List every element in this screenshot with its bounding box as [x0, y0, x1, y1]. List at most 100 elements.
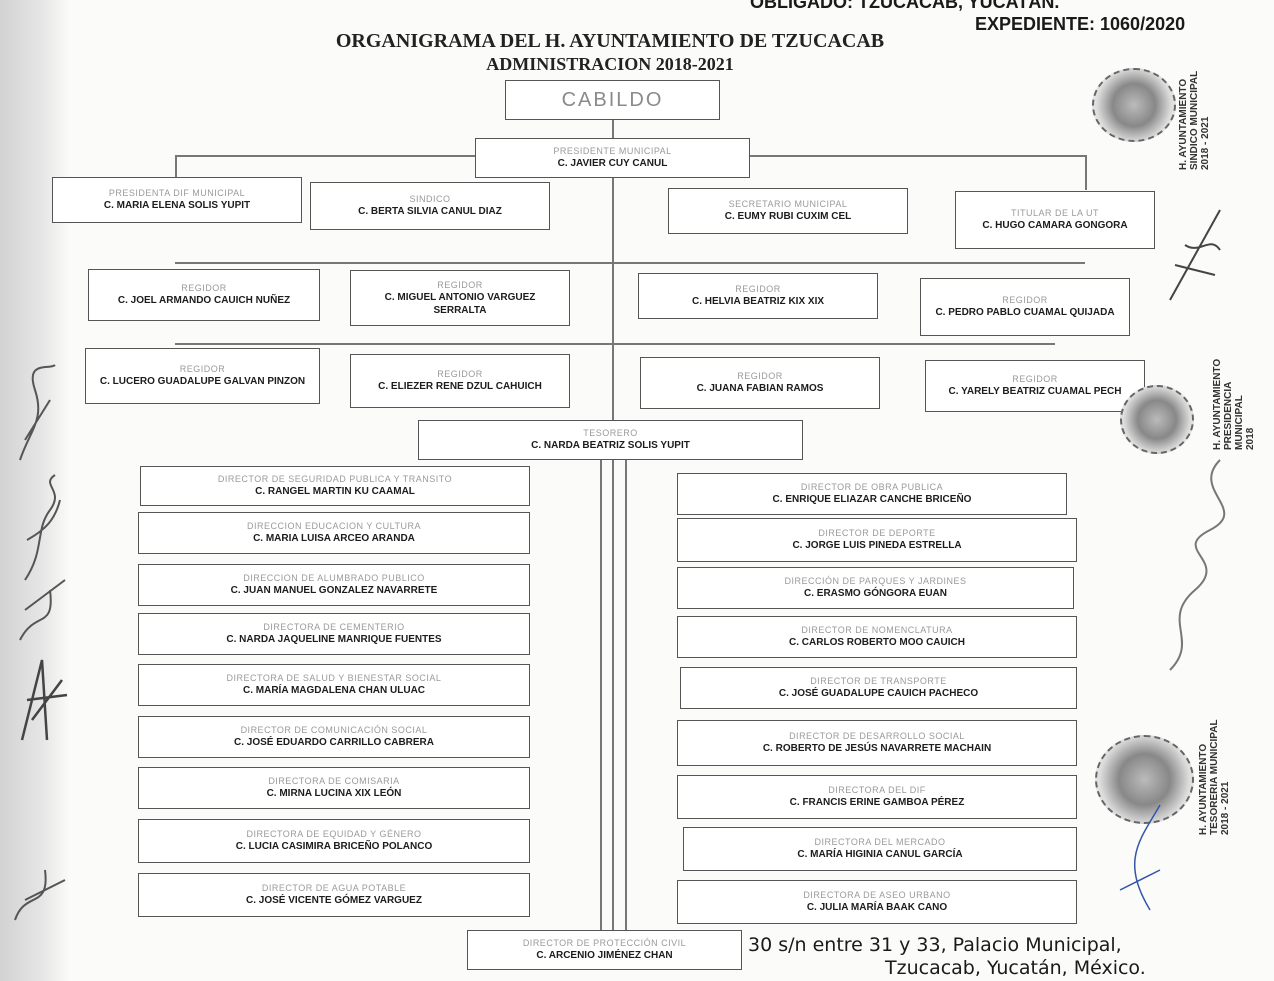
presidente-role: PRESIDENTE MUNICIPAL [553, 146, 672, 156]
row3-name-0: C. LUCERO GUADALUPE GALVAN PINZON [99, 376, 306, 387]
right-dept-3: DIRECTOR DE NOMENCLATURA C. CARLOS ROBER… [677, 616, 1077, 658]
left-dept-role-1: DIRECCION EDUCACION Y CULTURA [246, 521, 422, 531]
left-dept-4: DIRECTORA DE SALUD Y BIENESTAR SOCIAL C.… [138, 664, 530, 706]
seal-stamp-icon [1095, 735, 1194, 824]
row3-box-3: REGIDOR C. YARELY BEATRIZ CUAMAL PECH [925, 360, 1145, 412]
left-dept-name-3: C. NARDA JAQUELINE MANRIQUE FUENTES [226, 634, 442, 645]
chart-title: ORGANIGRAMA DEL H. AYUNTAMIENTO DE TZUCA… [335, 30, 885, 52]
row3-box-1: REGIDOR C. ELIEZER RENE DZUL CAHUICH [350, 354, 570, 408]
row1-role-3: TITULAR DE LA UT [1010, 208, 1099, 218]
row1-name-1: C. BERTA SILVIA CANUL DIAZ [358, 206, 502, 217]
seal-stamp-icon [1120, 385, 1194, 454]
row2-box-0: REGIDOR C. JOEL ARMANDO CAUICH NUÑEZ [88, 269, 320, 321]
left-dept-role-0: DIRECTOR DE SEGURIDAD PUBLICA Y TRANSITO [217, 474, 453, 484]
row3-name-1: C. ELIEZER RENE DZUL CAHUICH [378, 381, 542, 392]
right-dept-role-6: DIRECTORA DEL DIF [828, 785, 926, 795]
expediente-header: EXPEDIENTE: 1060/2020 [975, 14, 1186, 34]
row1-name-3: C. HUGO CAMARA GONGORA [982, 220, 1128, 231]
right-dept-name-7: C. MARÍA HIGINIA CANUL GARCÍA [797, 849, 963, 860]
row2-box-3: REGIDOR C. PEDRO PABLO CUAMAL QUIJADA [920, 278, 1130, 336]
signature-icon [14, 869, 66, 921]
left-dept-name-1: C. MARIA LUISA ARCEO ARANDA [253, 533, 415, 544]
row3-role-0: REGIDOR [179, 364, 226, 374]
right-dept-name-4: C. JOSÉ GUADALUPE CAUICH PACHECO [778, 688, 979, 699]
row1-box-0: PRESIDENTA DIF MUNICIPAL C. MARIA ELENA … [52, 177, 302, 223]
connector-dept-spine-left [600, 460, 602, 930]
left-dept-3: DIRECTORA DE CEMENTERIO C. NARDA JAQUELI… [138, 613, 530, 655]
proteccion-name: C. ARCENIO JIMÉNEZ CHAN [536, 950, 673, 961]
row1-name-2: C. EUMY RUBI CUXIM CEL [724, 211, 852, 222]
right-dept-name-6: C. FRANCIS ERINE GAMBOA PÉREZ [789, 797, 965, 808]
left-dept-7: DIRECTORA DE EQUIDAD Y GÉNERO C. LUCIA C… [138, 819, 530, 863]
signature-icon [20, 659, 68, 741]
connector-row2-horizontal [175, 262, 1085, 264]
right-dept-role-2: DIRECCIÓN DE PARQUES Y JARDINES [784, 576, 967, 586]
left-dept-role-3: DIRECTORA DE CEMENTERIO [263, 622, 405, 632]
row2-role-1: REGIDOR [437, 279, 483, 290]
connector-dept-spine-right [625, 460, 627, 930]
row1-role-0: PRESIDENTA DIF MUNICIPAL [108, 188, 246, 198]
connector-row1-right-drop [1085, 155, 1087, 190]
right-dept-role-1: DIRECTOR DE DEPORTE [818, 528, 936, 538]
left-dept-5: DIRECTOR DE COMUNICACIÓN SOCIAL C. JOSÉ … [138, 716, 530, 758]
row2-role-3: REGIDOR [1002, 295, 1048, 305]
left-dept-8: DIRECTOR DE AGUA POTABLE C. JOSÉ VICENTE… [138, 873, 530, 917]
left-dept-name-5: C. JOSÉ EDUARDO CARRILLO CABRERA [233, 737, 434, 748]
right-dept-1: DIRECTOR DE DEPORTE C. JORGE LUIS PINEDA… [677, 518, 1077, 562]
row1-box-2: SECRETARIO MUNICIPAL C. EUMY RUBI CUXIM … [668, 188, 908, 234]
right-dept-role-4: DIRECTOR DE TRANSPORTE [810, 676, 947, 686]
row2-name-2: C. HELVIA BEATRIZ KIX XIX [691, 296, 825, 307]
signature-icon [24, 474, 61, 581]
obligado-header: OBLIGADO: TZUCACAB, YUCATÁN. [750, 0, 1060, 12]
tesorero-role: TESORERO [583, 428, 638, 438]
signature-icon [19, 579, 66, 641]
address-line-1: 30 s/n entre 31 y 33, Palacio Municipal, [748, 934, 1122, 956]
left-dept-role-6: DIRECTORA DE COMISARIA [268, 776, 400, 786]
address-line-2: Tzucacab, Yucatán, México. [885, 957, 1146, 979]
row2-name-3: C. PEDRO PABLO CUAMAL QUIJADA [935, 307, 1115, 318]
row1-role-1: SINDICO [409, 194, 451, 204]
left-dept-role-5: DIRECTOR DE COMUNICACIÓN SOCIAL [240, 725, 428, 735]
row3-role-3: REGIDOR [1012, 374, 1058, 384]
right-dept-6: DIRECTORA DEL DIF C. FRANCIS ERINE GAMBO… [677, 775, 1077, 819]
left-dept-1: DIRECCION EDUCACION Y CULTURA C. MARIA L… [138, 512, 530, 554]
left-dept-2: DIRECCION DE ALUMBRADO PUBLICO C. JUAN M… [138, 564, 530, 606]
row2-role-0: REGIDOR [181, 283, 227, 293]
right-dept-name-8: C. JULIA MARÍA BAAK CANO [806, 902, 948, 913]
left-dept-6: DIRECTORA DE COMISARIA C. MIRNA LUCINA X… [138, 767, 530, 809]
right-dept-name-3: C. CARLOS ROBERTO MOO CAUICH [789, 637, 965, 648]
left-dept-name-2: C. JUAN MANUEL GONZALEZ NAVARRETE [230, 585, 438, 596]
row3-role-1: REGIDOR [437, 369, 483, 379]
row1-name-0: C. MARIA ELENA SOLIS YUPIT [103, 200, 251, 211]
row1-role-2: SECRETARIO MUNICIPAL [728, 199, 848, 209]
right-dept-role-7: DIRECTORA DEL MERCADO [814, 837, 946, 847]
right-dept-5: DIRECTOR DE DESARROLLO SOCIAL C. ROBERTO… [677, 720, 1077, 766]
connector-row3-horizontal [175, 343, 1055, 345]
row2-role-2: REGIDOR [735, 284, 781, 294]
row3-box-0: REGIDOR C. LUCERO GUADALUPE GALVAN PINZO… [85, 348, 320, 404]
row3-box-2: REGIDOR C. JUANA FABIAN RAMOS [640, 357, 880, 409]
right-dept-role-0: DIRECTOR DE OBRA PUBLICA [800, 482, 944, 492]
row2-box-1: REGIDOR C. MIGUEL ANTONIO VARGUEZ SERRAL… [350, 270, 570, 326]
chart-subtitle: ADMINISTRACION 2018-2021 [486, 54, 734, 74]
row1-box-1: SINDICO C. BERTA SILVIA CANUL DIAZ [310, 182, 550, 230]
left-dept-role-4: DIRECTORA DE SALUD Y BIENESTAR SOCIAL [226, 673, 442, 683]
seal-stamp-icon [1092, 68, 1176, 142]
right-dept-2: DIRECCIÓN DE PARQUES Y JARDINES C. ERASM… [677, 567, 1074, 609]
right-dept-8: DIRECTORA DE ASEO URBANO C. JULIA MARÍA … [677, 880, 1077, 924]
row2-name-1: C. MIGUEL ANTONIO VARGUEZ SERRALTA [384, 291, 536, 316]
right-dept-name-0: C. ENRIQUE ELIAZAR CANCHE BRICEÑO [772, 494, 972, 505]
signature-icon [1119, 804, 1161, 911]
right-dept-0: DIRECTOR DE OBRA PUBLICA C. ENRIQUE ELIA… [677, 473, 1067, 515]
right-dept-name-2: C. ERASMO GÓNGORA EUAN [804, 588, 947, 599]
right-dept-name-5: C. ROBERTO DE JESÚS NAVARRETE MACHAIN [762, 743, 992, 754]
right-dept-role-8: DIRECTORA DE ASEO URBANO [803, 890, 951, 900]
left-dept-name-4: C. MARÍA MAGDALENA CHAN ULUAC [242, 685, 426, 696]
signature-icon [1169, 459, 1226, 671]
tesorero-name: C. NARDA BEATRIZ SOLIS YUPIT [531, 440, 690, 451]
right-dept-role-3: DIRECTOR DE NOMENCLATURA [801, 625, 953, 635]
presidente-name: C. JAVIER CUY CANUL [557, 158, 668, 169]
left-dept-role-7: DIRECTORA DE EQUIDAD Y GÉNERO [246, 829, 422, 839]
